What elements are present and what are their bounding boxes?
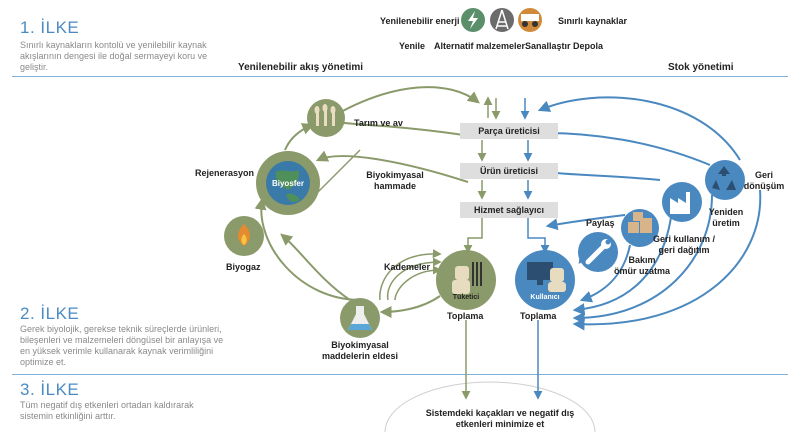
leakage-label: Sistemdeki kaçakları ve negatif dış etke… (410, 408, 590, 430)
leakage-line-2: etkenleri minimize et (455, 419, 545, 429)
principle-3-line-2: sistemin etkinliğini arttır. (20, 411, 116, 421)
principle-2-line-4: optimize et. (20, 357, 67, 367)
wheat-icon (314, 104, 336, 126)
legend-finite-label: Sınırlı kaynaklar (558, 16, 628, 26)
recycle-node (705, 160, 745, 200)
chain-parts-manufacturer: Parça üreticisi (460, 123, 558, 139)
stock-management-header: Stok yönetimi (668, 62, 734, 73)
consumer-label: Tüketici (452, 294, 480, 301)
renewable-energy-icon (461, 8, 485, 32)
renewable-flows-header: Yenilenebilir akış yönetimi (238, 62, 364, 73)
collection-right-label: Toplama (520, 311, 557, 321)
collection-left-label: Toplama (447, 311, 484, 321)
boxes-icon (628, 212, 652, 233)
recycle-line-1: Geri (754, 170, 773, 180)
divider-1 (12, 76, 788, 77)
oil-rig-icon (490, 8, 514, 32)
principle-1-line-2: akışlarının dengesi ile doğal sermayeyi … (20, 51, 208, 61)
principle-1-line-3: geliştir. (20, 62, 49, 72)
consumer-person-icon (452, 262, 482, 294)
share-label: Paylaş (586, 218, 615, 228)
reuse-line-2: geri dağıtım (658, 245, 710, 255)
biosphere-label: Biyosfer (271, 179, 304, 188)
wrench-icon (585, 239, 611, 265)
mining-truck-icon (518, 8, 542, 32)
cascades-label: Kademeler (384, 262, 431, 272)
regeneration-label: Rejenerasyon (195, 168, 255, 178)
leakage-ellipse (384, 381, 596, 432)
chain-product-manufacturer: Ürün üreticisi (460, 163, 558, 179)
principle-2-line-3: en yüksek verimle kullanarak kaynak veri… (20, 346, 214, 356)
maintain-line-1: Bakım (628, 255, 656, 265)
principle-1-line-1: Sınırlı kaynakların kontolü ve yenilebil… (20, 40, 207, 50)
reuse-line-1: Geri kullanım / (652, 234, 716, 244)
chain-service-provider: Hizmet sağlayıcı (460, 202, 558, 218)
factory-icon (670, 192, 690, 214)
biogas-label: Biyogaz (226, 262, 261, 272)
remanufacture-line-1: Yeniden (708, 207, 744, 217)
action-regenerate: Yenile (399, 41, 426, 51)
legend-renewable-label: Yenilenebilir enerji (380, 16, 460, 26)
biochemical-feedstock-line-2: hammade (373, 181, 417, 191)
maintain-line-2: ömür uzatma (613, 266, 670, 276)
user-screen-icon (527, 262, 566, 292)
action-store: Depola (573, 41, 604, 51)
principle-1-desc: Sınırlı kaynakların kontolü ve yenilebil… (20, 40, 207, 73)
principle-3-desc: Tüm negatif dış etkenleri ortadan kaldır… (20, 400, 194, 422)
principle-3-line-1: Tüm negatif dış etkenleri ortadan kaldır… (20, 400, 194, 410)
reuse-label: Geri kullanım / geri dağıtım (640, 234, 728, 256)
principle-1-title: 1. İLKE (20, 18, 80, 37)
principle-3-title: 3. İLKE (20, 380, 80, 399)
principle-2-desc: Gerek biyolojik, gerekse teknik süreçler… (20, 324, 223, 368)
recycle-line-2: dönüşüm (743, 181, 785, 191)
extraction-line-2: maddelerin eldesi (321, 351, 399, 361)
extraction-line-1: Biyokimyasal (331, 340, 389, 350)
biochemical-feedstock-label: Biyokimyasal hammade (360, 170, 430, 192)
recycle-label: Geri dönüşüm (742, 170, 786, 192)
action-virtualise: Sanallaştır (525, 41, 571, 51)
action-alternative-materials: Alternatif malzemeler (434, 41, 526, 51)
leakage-line-1: Sistemdeki kaçakları ve negatif dış (425, 408, 575, 418)
extraction-label: Biyokimyasal maddelerin eldesi (318, 340, 402, 362)
principle-2-line-1: Gerek biyolojik, gerekse teknik süreçler… (20, 324, 222, 334)
remanufacture-label: Yeniden üretim (700, 207, 752, 229)
principle-2-title: 2. İLKE (20, 304, 80, 323)
maintain-label: Bakım ömür uzatma (602, 255, 682, 277)
remanufacture-line-2: üretim (712, 218, 740, 228)
divider-2 (12, 374, 788, 375)
biochemical-feedstock-line-1: Biyokimyasal (366, 170, 424, 180)
farming-label: Tarım ve av (354, 118, 403, 128)
user-label: Kullanıcı (530, 294, 560, 301)
principle-2-line-2: bileşenleri ve malzemeleri döngüsel bir … (20, 335, 224, 345)
recycle-icon (712, 166, 736, 190)
flask-icon (348, 306, 372, 330)
